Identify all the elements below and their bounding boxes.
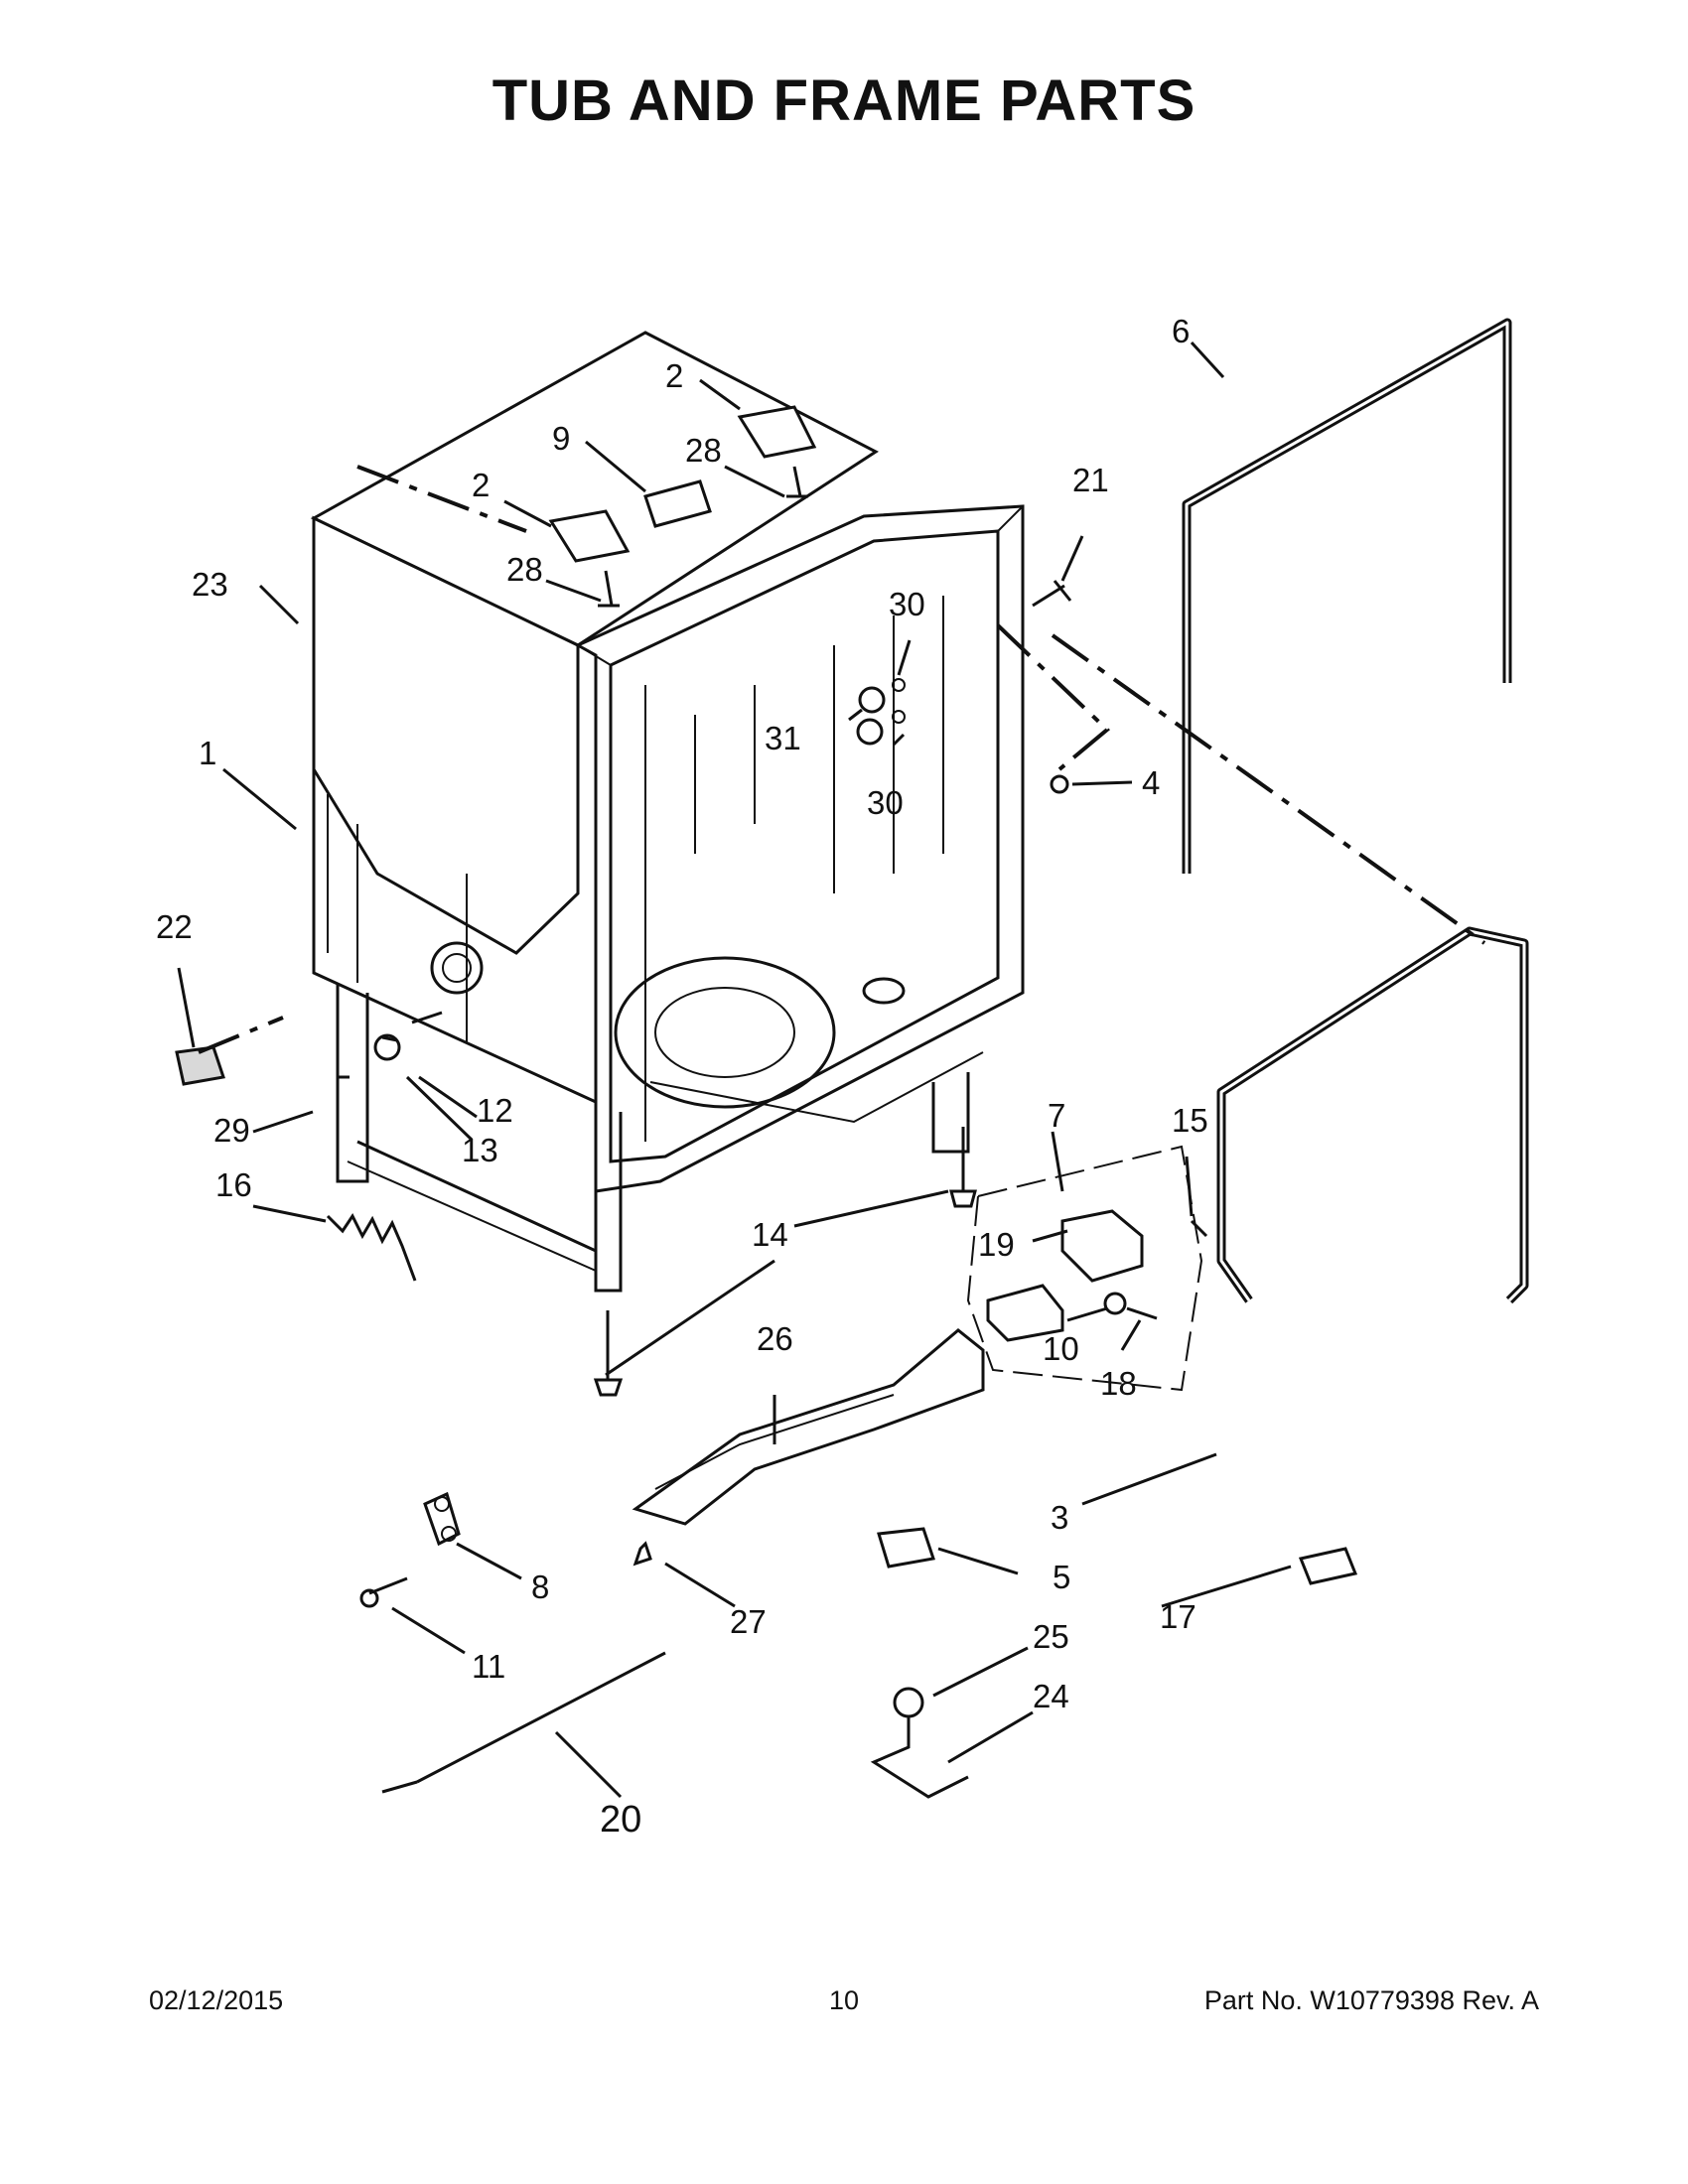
- callout-19: 19: [978, 1226, 1015, 1263]
- callout-6: 6: [1172, 313, 1190, 349]
- callout-26: 26: [757, 1320, 793, 1357]
- callout-11: 11: [472, 1648, 505, 1685]
- callout-29: 29: [213, 1112, 250, 1149]
- callout-30a: 30: [889, 586, 925, 622]
- callout-3: 3: [1051, 1499, 1068, 1536]
- callout-23: 23: [192, 566, 228, 603]
- callout-2a: 2: [665, 357, 683, 394]
- callout-30b: 30: [867, 784, 904, 821]
- callout-31: 31: [765, 720, 801, 756]
- callout-2b: 2: [472, 467, 490, 503]
- gasket-6: [1182, 318, 1512, 874]
- callout-21: 21: [1072, 462, 1109, 498]
- callout-13: 13: [462, 1132, 498, 1168]
- leader-lines: [177, 341, 1292, 1799]
- callout-18: 18: [1100, 1365, 1137, 1402]
- callout-28b: 28: [506, 551, 543, 588]
- callout-25: 25: [1033, 1618, 1069, 1655]
- footer-page-number: 10: [828, 1985, 860, 2015]
- callout-8: 8: [531, 1569, 549, 1605]
- footer-date: 02/12/2015: [149, 1985, 284, 2015]
- callout-15: 15: [1172, 1102, 1208, 1139]
- callout-4: 4: [1142, 764, 1160, 801]
- callout-7: 7: [1048, 1097, 1065, 1134]
- callout-labels: 2 9 28 2 28 6 21 23 30 31 30 1 4 22 12 2…: [156, 313, 1208, 1841]
- tub-assembly: [310, 331, 1025, 1293]
- callout-22: 22: [156, 908, 193, 945]
- footer-part-number: Part No. W10779398 Rev. A: [1203, 1985, 1539, 2015]
- callout-9: 9: [552, 420, 570, 457]
- callout-1: 1: [199, 735, 216, 771]
- callout-14: 14: [752, 1216, 788, 1253]
- callout-16: 16: [215, 1166, 252, 1203]
- callout-24: 24: [1033, 1678, 1069, 1714]
- callout-10: 10: [1043, 1330, 1079, 1367]
- callout-5: 5: [1053, 1559, 1070, 1595]
- callout-27: 27: [730, 1603, 767, 1640]
- callout-12: 12: [477, 1092, 513, 1129]
- page-title: TUB AND FRAME PARTS: [492, 68, 1196, 133]
- gasket-3: [1216, 926, 1529, 1304]
- callout-28a: 28: [685, 432, 722, 469]
- callout-17: 17: [1160, 1598, 1196, 1635]
- callout-20: 20: [600, 1799, 641, 1841]
